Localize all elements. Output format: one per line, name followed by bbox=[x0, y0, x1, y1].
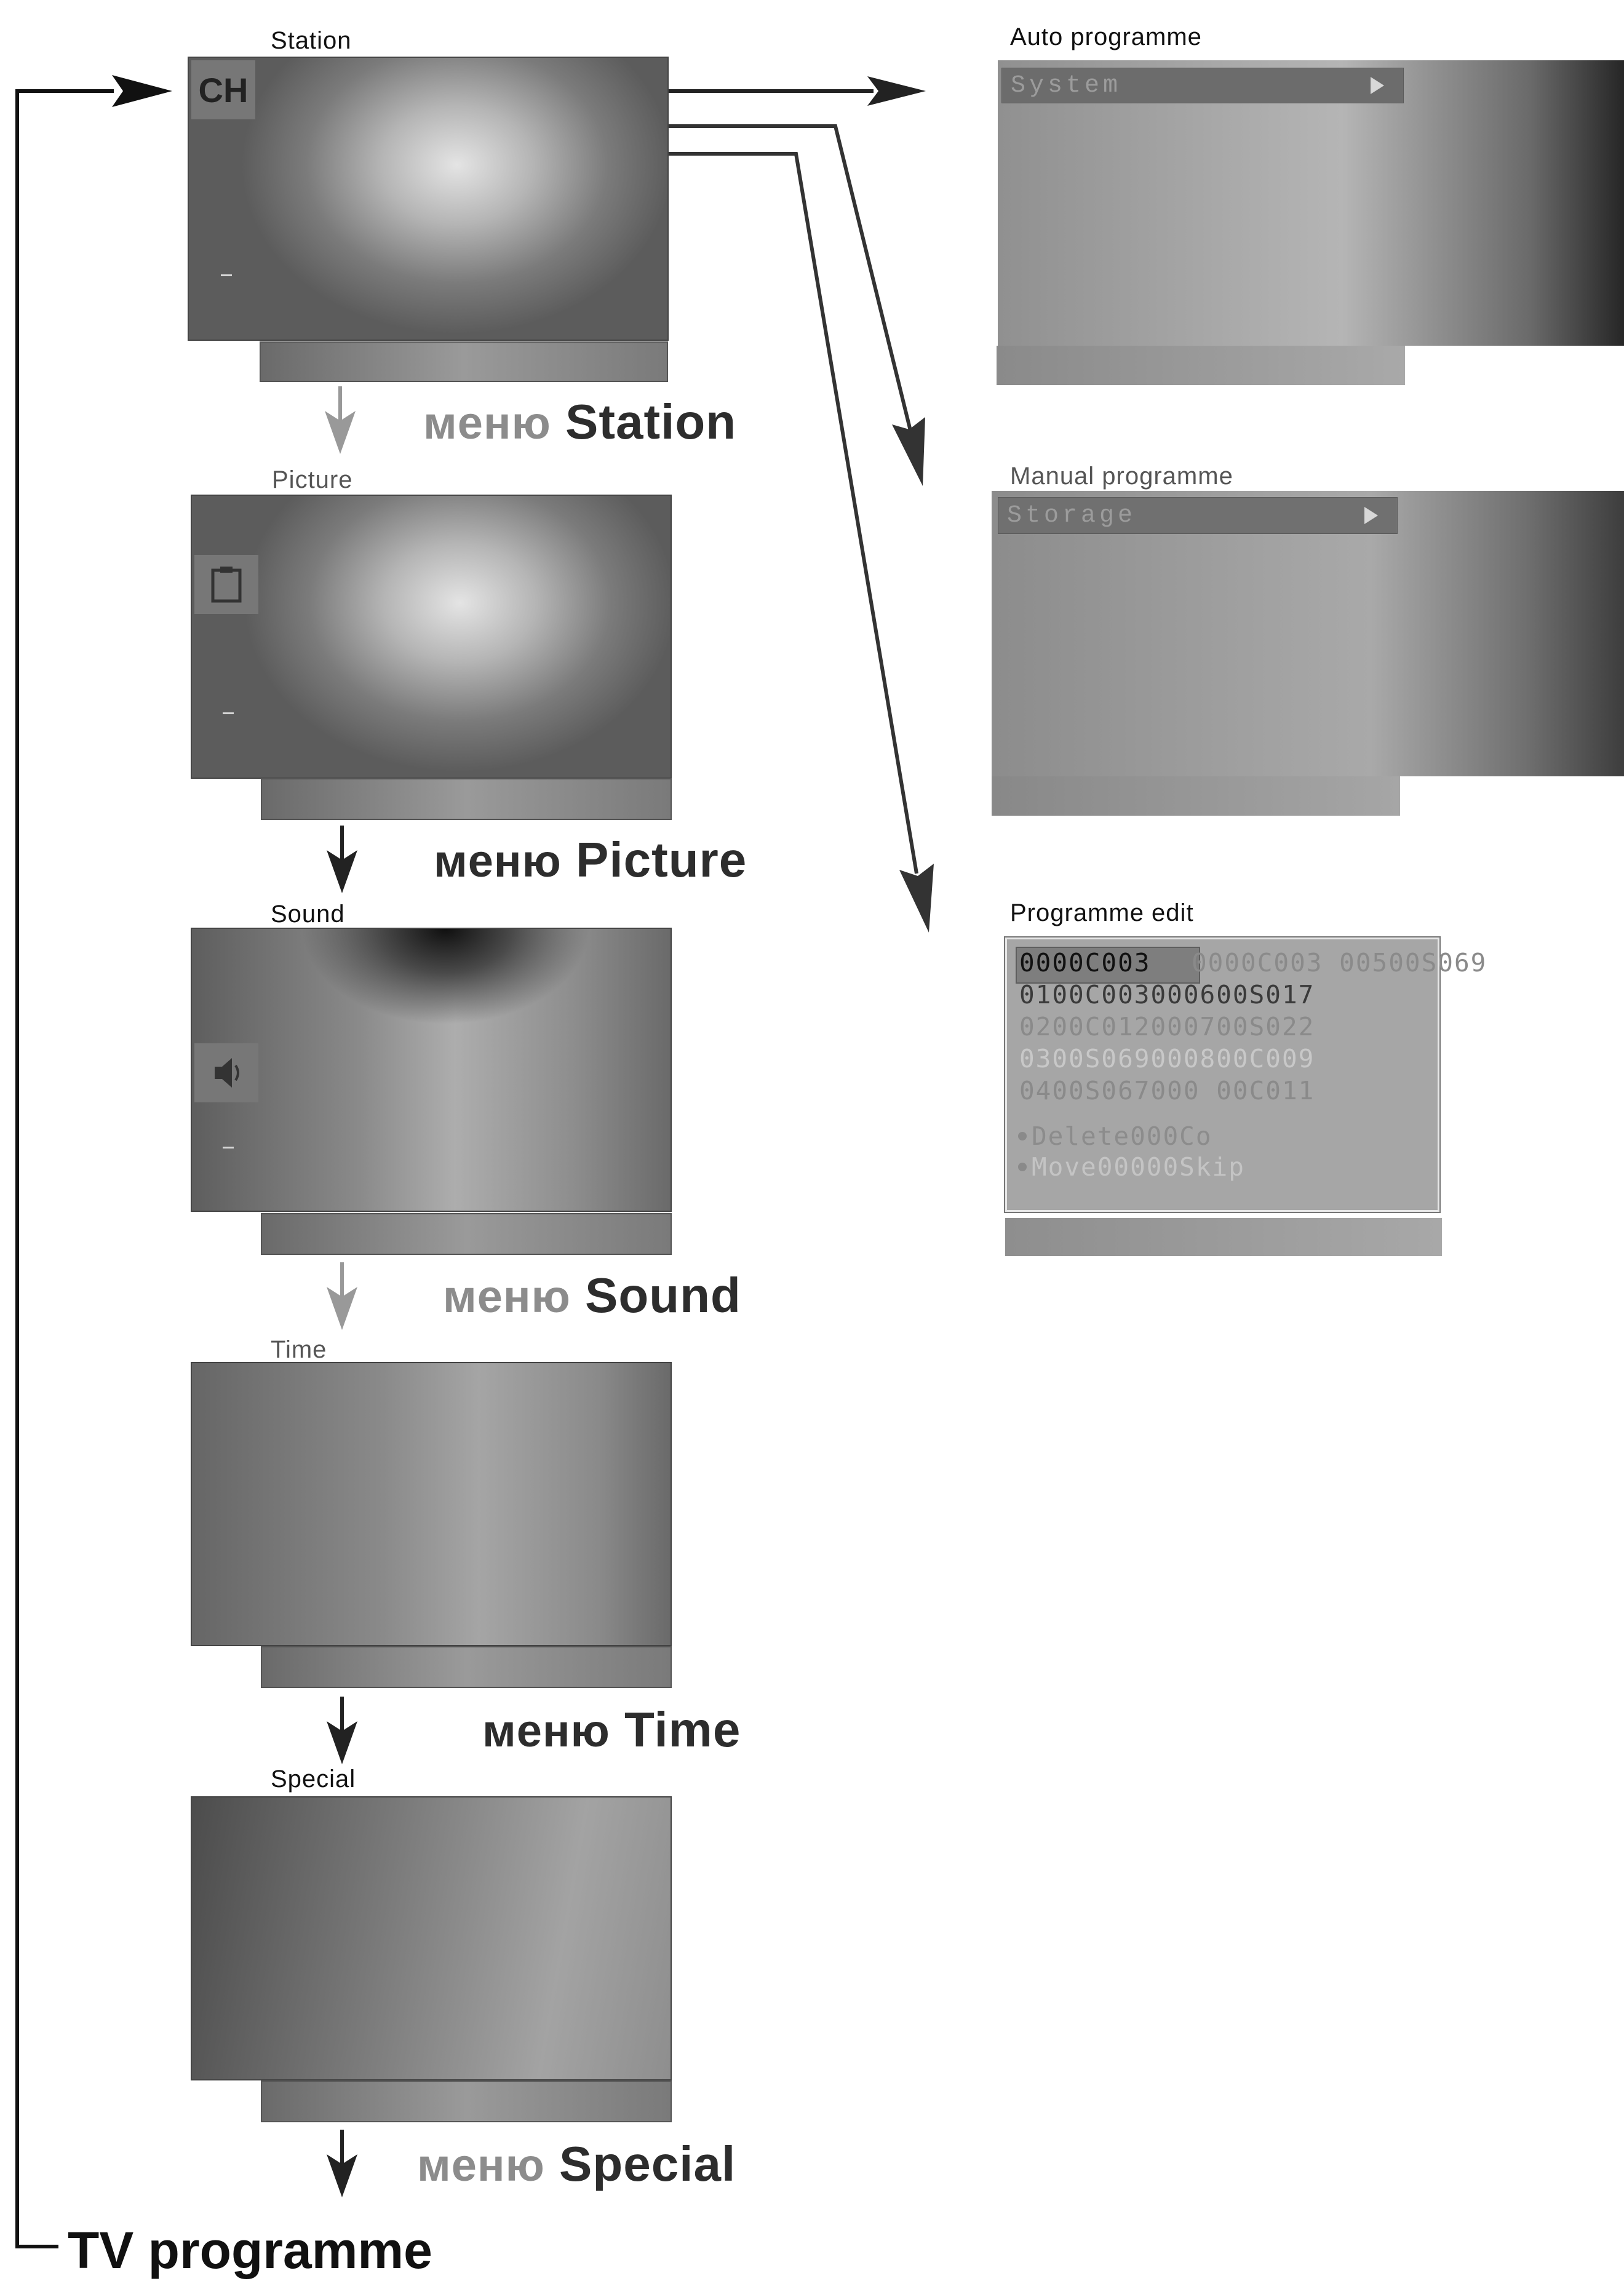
station-to-auto-arrow bbox=[666, 76, 926, 106]
station-to-edit-arrow bbox=[666, 152, 934, 933]
tv-programme-label: TV programme bbox=[68, 2221, 432, 2279]
programme-edit-footer bbox=[1005, 1218, 1442, 1256]
bullet-icon bbox=[1018, 1132, 1027, 1140]
auto-programme-box[interactable]: System bbox=[998, 60, 1624, 346]
edit-row[interactable]: 0100C003000600S017 bbox=[1019, 980, 1315, 1009]
station-to-manual-arrow bbox=[666, 124, 925, 486]
edit-row-selected[interactable]: 0000C003 bbox=[1019, 948, 1151, 977]
picture-menu-footer bbox=[261, 778, 672, 820]
sound-menu-title: Sound bbox=[271, 901, 345, 928]
programme-edit-title: Programme edit bbox=[1010, 899, 1194, 926]
clipboard-icon bbox=[194, 555, 258, 614]
down-arrow-station bbox=[325, 386, 356, 454]
station-menu-footer bbox=[260, 341, 668, 382]
station-menu-title: Station bbox=[271, 27, 352, 54]
tv-programme-loop-line bbox=[15, 75, 172, 2248]
auto-programme-system-item[interactable]: System bbox=[1001, 68, 1404, 103]
play-arrow-icon bbox=[1364, 507, 1378, 524]
edit-row[interactable]: 0200C012000700S022 bbox=[1019, 1012, 1315, 1041]
move-skip-action[interactable]: Move00000Skip bbox=[1032, 1152, 1245, 1182]
sound-menu-caption: меню Sound bbox=[443, 1268, 741, 1323]
special-menu-caption: меню Special bbox=[417, 2136, 736, 2191]
down-arrow-special bbox=[327, 2130, 357, 2197]
programme-edit-box[interactable]: 0000C003 0000C003 00500S069 0100C0030006… bbox=[1005, 937, 1486, 1212]
auto-programme-footer bbox=[997, 346, 1405, 385]
manual-programme-box[interactable]: Storage bbox=[992, 491, 1624, 776]
edit-row[interactable]: 0000C003 00500S069 bbox=[1192, 948, 1487, 977]
speaker-icon bbox=[194, 1043, 258, 1102]
time-menu-footer bbox=[261, 1646, 672, 1688]
special-menu-footer bbox=[261, 2080, 672, 2122]
down-arrow-picture bbox=[327, 826, 357, 893]
time-menu-caption: меню Time bbox=[482, 1702, 741, 1757]
picture-menu-caption: меню Picture bbox=[434, 832, 747, 887]
down-arrow-sound bbox=[327, 1262, 357, 1330]
cursor-dash bbox=[221, 274, 232, 276]
loop-arrowhead bbox=[112, 75, 172, 107]
picture-menu-box[interactable] bbox=[191, 495, 672, 779]
sound-menu-box[interactable] bbox=[191, 928, 672, 1212]
ch-icon: CH bbox=[191, 60, 255, 119]
cursor-dash bbox=[223, 712, 234, 714]
delete-copy-action[interactable]: Delete000Co bbox=[1032, 1121, 1212, 1151]
selected-cell[interactable] bbox=[1016, 947, 1200, 984]
auto-programme-title: Auto programme bbox=[1010, 23, 1202, 50]
edit-row[interactable]: 0300S069000800C009 bbox=[1019, 1044, 1315, 1073]
manual-programme-title: Manual programme bbox=[1010, 463, 1233, 490]
special-menu-title: Special bbox=[271, 1765, 356, 1793]
play-arrow-icon bbox=[1371, 77, 1384, 94]
special-menu-box[interactable] bbox=[191, 1796, 672, 2080]
time-menu-box[interactable] bbox=[191, 1362, 672, 1646]
bullet-icon bbox=[1018, 1163, 1027, 1171]
manual-programme-storage-item[interactable]: Storage bbox=[998, 497, 1398, 534]
manual-programme-footer bbox=[992, 776, 1400, 816]
cursor-dash bbox=[223, 1147, 234, 1148]
down-arrow-time bbox=[327, 1697, 357, 1764]
time-menu-title: Time bbox=[271, 1336, 327, 1363]
sound-menu-footer bbox=[261, 1213, 672, 1255]
picture-menu-title: Picture bbox=[272, 466, 353, 493]
station-menu-caption: меню Station bbox=[423, 394, 737, 449]
station-menu-box[interactable]: CH bbox=[188, 57, 669, 341]
edit-row[interactable]: 0400S067000 00C011 bbox=[1019, 1076, 1315, 1105]
